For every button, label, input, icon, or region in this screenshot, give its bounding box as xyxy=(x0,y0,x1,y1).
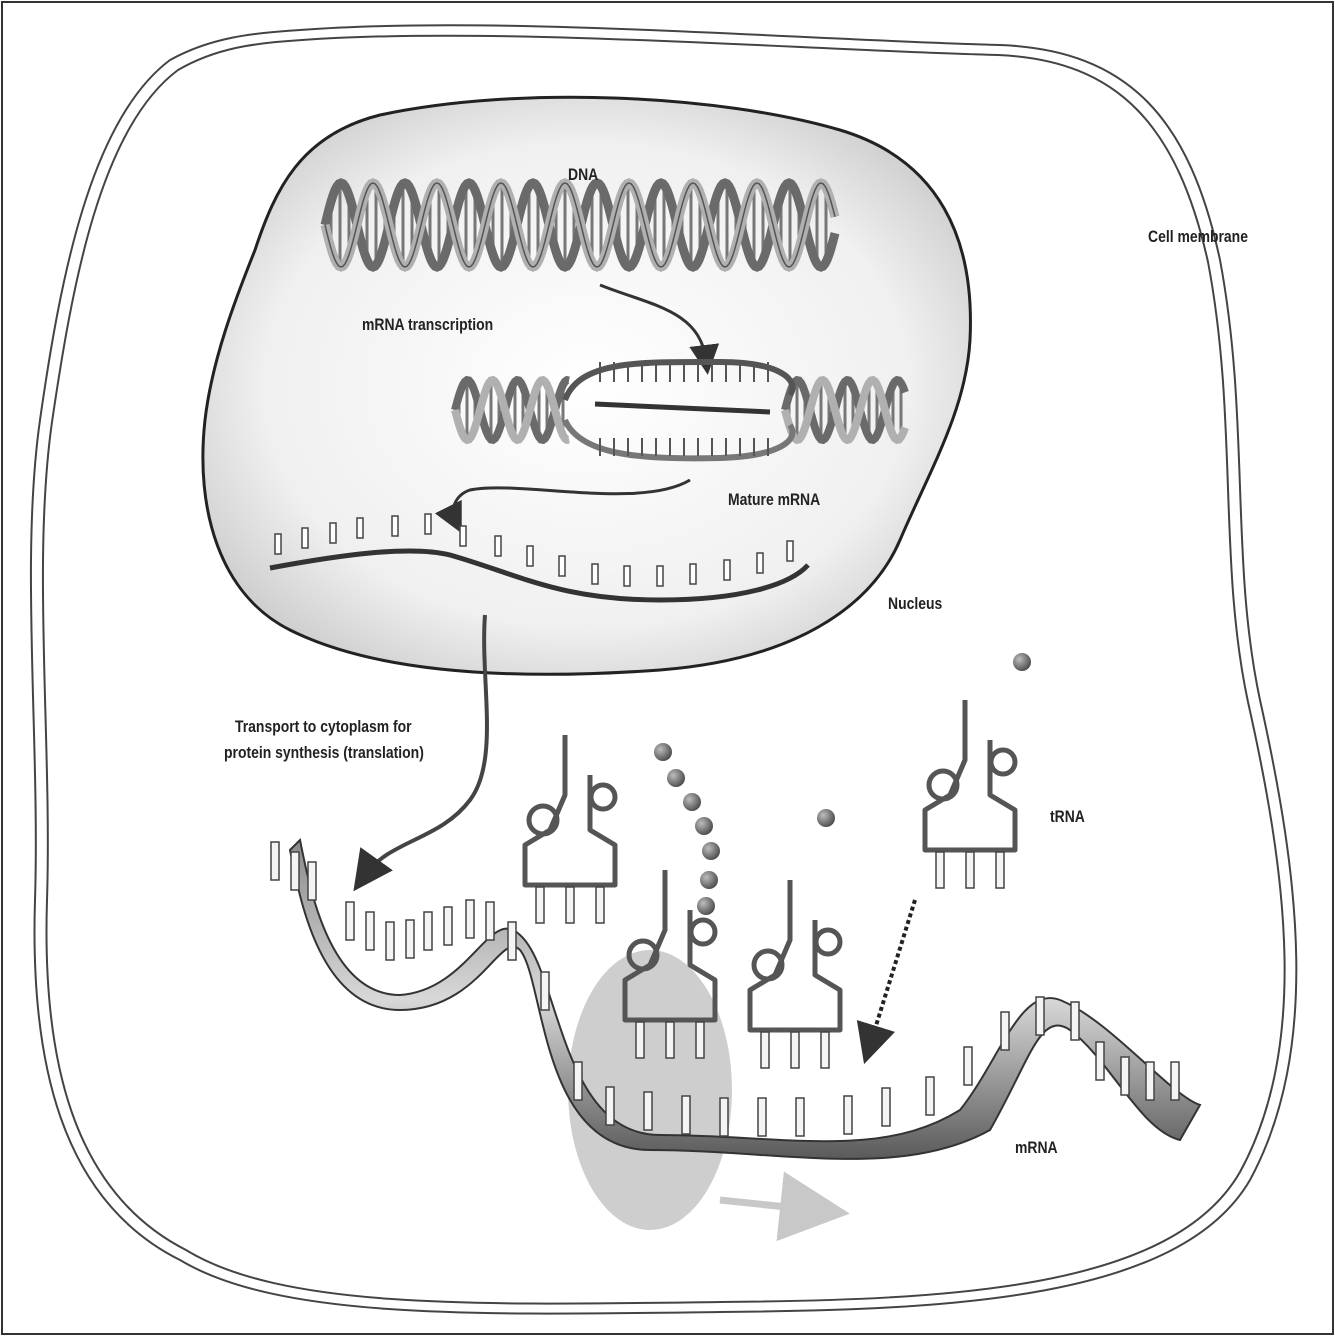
mrna-base xyxy=(424,912,432,950)
mrna-base xyxy=(624,566,630,586)
mrna-base xyxy=(757,553,763,573)
mrna-base xyxy=(346,902,354,940)
mrna-base xyxy=(357,518,363,538)
mrna-base xyxy=(486,902,494,940)
mrna-base xyxy=(787,541,793,561)
mrna-base xyxy=(657,566,663,586)
label-mature-mrna: Mature mRNA xyxy=(728,490,820,510)
amino-acid xyxy=(697,897,715,915)
label-mrna-transcription: mRNA transcription xyxy=(362,315,493,335)
mrna-base xyxy=(724,560,730,580)
trna-anticodon-base xyxy=(821,1032,829,1068)
label-nucleus: Nucleus xyxy=(888,594,942,614)
trna-anticodon-base xyxy=(761,1032,769,1068)
mrna-base xyxy=(559,556,565,576)
trna-anticodon-base xyxy=(596,887,604,923)
mrna-base xyxy=(926,1077,934,1115)
label-dna: DNA xyxy=(568,165,598,185)
incoming-trna-arrow xyxy=(870,900,915,1045)
mrna-base xyxy=(720,1098,728,1136)
mrna-base xyxy=(308,862,316,900)
mrna-base xyxy=(682,1096,690,1134)
trna-anticodon-base xyxy=(566,887,574,923)
mrna-base xyxy=(1171,1062,1179,1100)
mrna-base xyxy=(606,1087,614,1125)
mrna-base xyxy=(271,842,279,880)
trna-anticodon-base xyxy=(536,887,544,923)
trna-loop xyxy=(816,930,840,954)
cytoplasm-mrna-ribbon xyxy=(271,840,1200,1159)
mrna-base xyxy=(541,972,549,1010)
trna-anticodon-base xyxy=(636,1022,644,1058)
amino-acid xyxy=(702,842,720,860)
trna-loop xyxy=(691,920,715,944)
mrna-base xyxy=(302,528,308,548)
mrna-base xyxy=(392,516,398,536)
mrna-base xyxy=(366,912,374,950)
mrna-base xyxy=(460,526,466,546)
label-cell-membrane: Cell membrane xyxy=(1148,227,1248,247)
amino-acid xyxy=(700,871,718,889)
mrna-base xyxy=(466,900,474,938)
mrna-base xyxy=(444,907,452,945)
mrna-base xyxy=(291,852,299,890)
mrna-base xyxy=(964,1047,972,1085)
mrna-base xyxy=(844,1096,852,1134)
label-transport-line1: Transport to cytoplasm for xyxy=(235,717,412,737)
amino-acid xyxy=(667,769,685,787)
mrna-base xyxy=(592,564,598,584)
mrna-base xyxy=(574,1062,582,1100)
mrna-base xyxy=(882,1088,890,1126)
ribosome xyxy=(568,950,732,1230)
label-trna: tRNA xyxy=(1050,807,1085,827)
mrna-base xyxy=(644,1092,652,1130)
amino-acid xyxy=(817,809,835,827)
trna xyxy=(925,653,1031,888)
mrna-base xyxy=(1001,1012,1009,1050)
mrna-base xyxy=(1146,1062,1154,1100)
mrna-base xyxy=(425,514,431,534)
trna-anticodon-base xyxy=(996,852,1004,888)
trna xyxy=(525,735,615,923)
amino-acid xyxy=(683,793,701,811)
mrna-base xyxy=(495,536,501,556)
mrna-base xyxy=(275,534,281,554)
amino-acid xyxy=(654,743,672,761)
label-mrna: mRNA xyxy=(1015,1138,1058,1158)
trna-anticodon-base xyxy=(666,1022,674,1058)
mrna-base xyxy=(796,1098,804,1136)
trna-anticodon-base xyxy=(936,852,944,888)
mrna-base xyxy=(758,1098,766,1136)
trna-loop xyxy=(591,785,615,809)
trna-anticodon-base xyxy=(696,1022,704,1058)
mrna-base xyxy=(406,920,414,958)
mrna-base xyxy=(330,523,336,543)
mrna-ribbon-body xyxy=(290,840,1200,1159)
trna xyxy=(750,809,840,1068)
label-transport-line2: protein synthesis (translation) xyxy=(224,743,424,763)
mrna-base xyxy=(1121,1057,1129,1095)
mrna-base xyxy=(1071,1002,1079,1040)
mrna-base xyxy=(690,564,696,584)
trna-anticodon-base xyxy=(791,1032,799,1068)
amino-acid xyxy=(695,817,713,835)
trna-loop xyxy=(991,750,1015,774)
mrna-base xyxy=(1036,997,1044,1035)
trna-anticodon-base xyxy=(966,852,974,888)
mrna-base xyxy=(508,922,516,960)
mrna-base xyxy=(527,546,533,566)
mrna-base xyxy=(1096,1042,1104,1080)
mrna-base xyxy=(386,922,394,960)
amino-acid xyxy=(1013,653,1031,671)
ribosome-direction-arrow xyxy=(720,1200,815,1210)
